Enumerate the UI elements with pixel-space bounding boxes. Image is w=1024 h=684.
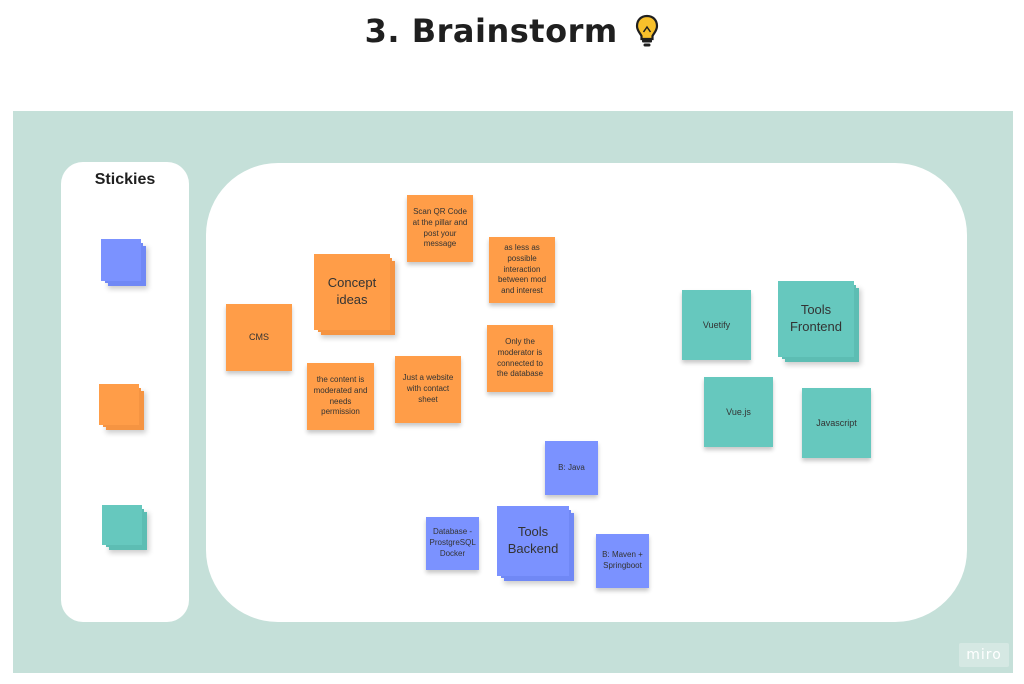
sticky-less-interaction[interactable]: as less as possible interaction between … (489, 237, 555, 303)
stickies-panel-title: Stickies (94, 171, 156, 188)
sticky-content-moderated-text: the content is moderated and needs permi… (313, 374, 368, 417)
sticky-cms[interactable]: CMS (226, 304, 292, 371)
sticky-cms-text: CMS (249, 332, 269, 343)
lightbulb-icon (635, 14, 659, 56)
sticky-less-interaction-text: as less as possible interaction between … (497, 243, 547, 296)
sticky-vuetify[interactable]: Vuetify (682, 290, 751, 360)
sticky-tools-frontend-text: Tools Frontend (789, 302, 843, 334)
palette-sticky-blue[interactable] (101, 239, 141, 281)
sticky-concept-ideas-text: Concept ideas (327, 275, 377, 307)
page-title: 3. Brainstorm (0, 12, 1024, 56)
sticky-java-text: B: Java (558, 462, 585, 472)
miro-watermark: miro (959, 643, 1009, 667)
sticky-scan-qr[interactable]: Scan QR Code at the pillar and post your… (407, 195, 473, 262)
sticky-website-contact[interactable]: Just a website with contact sheet (395, 356, 461, 423)
sticky-javascript-text: Javascript (816, 417, 857, 428)
sticky-scan-qr-text: Scan QR Code at the pillar and post your… (412, 206, 468, 249)
sticky-maven-springboot-text: B: Maven + Springboot (602, 550, 643, 570)
palette-sticky-orange[interactable] (99, 384, 139, 425)
sticky-concept-ideas[interactable]: Concept ideas (314, 254, 390, 330)
sticky-website-contact-text: Just a website with contact sheet (402, 373, 454, 404)
sticky-javascript[interactable]: Javascript (802, 388, 871, 458)
sticky-moderator-db-text: Only the moderator is connected to the d… (496, 336, 544, 379)
sticky-vuejs-text: Vue.js (726, 406, 751, 417)
palette-sticky-teal[interactable] (102, 505, 142, 545)
sticky-tools-frontend[interactable]: Tools Frontend (778, 281, 854, 357)
miro-watermark-text: miro (966, 647, 1002, 663)
sticky-java[interactable]: B: Java (545, 441, 598, 495)
sticky-tools-backend-text: Tools Backend (507, 524, 559, 556)
sticky-vuejs[interactable]: Vue.js (704, 377, 773, 447)
sticky-content-moderated[interactable]: the content is moderated and needs permi… (307, 363, 374, 430)
sticky-maven-springboot[interactable]: B: Maven + Springboot (596, 534, 649, 588)
sticky-tools-backend[interactable]: Tools Backend (497, 506, 569, 576)
sticky-vuetify-text: Vuetify (702, 319, 731, 330)
page-title-text: 3. Brainstorm (364, 12, 618, 50)
sticky-database[interactable]: Database - ProstgreSQL Docker (426, 517, 479, 570)
sticky-moderator-db[interactable]: Only the moderator is connected to the d… (487, 325, 553, 392)
sticky-database-text: Database - ProstgreSQL Docker (429, 527, 476, 558)
